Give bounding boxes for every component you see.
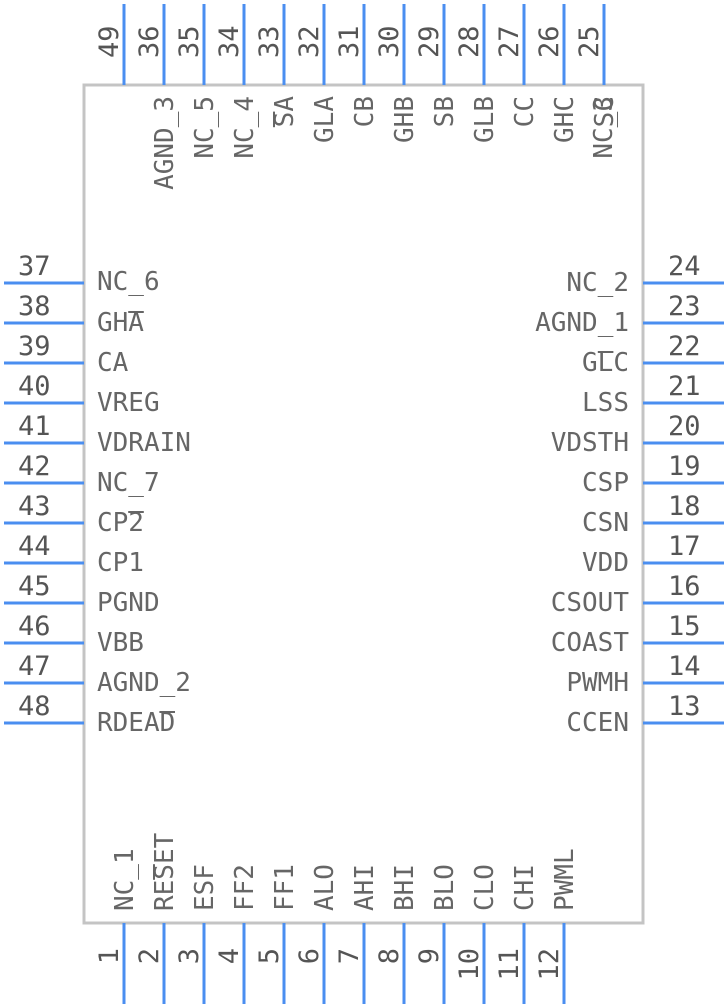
pin-number: 1 xyxy=(94,948,125,964)
pin-label: VREG xyxy=(97,388,160,418)
pin-label: GLA xyxy=(310,96,340,143)
pin-label: ESF xyxy=(190,864,220,911)
bottom-pin-group: 1NC_12RESET3ESF4FF25FF16ALO7AHI8BHI9BLO1… xyxy=(94,832,580,1004)
pin-label: CSOUT xyxy=(551,588,630,618)
pin-number: 5 xyxy=(254,948,285,964)
pin-number: 22 xyxy=(668,331,701,362)
pin-number: 42 xyxy=(18,451,51,482)
pin-number: 14 xyxy=(668,651,701,682)
pin-number: 3 xyxy=(174,948,205,964)
pin-number: 2 xyxy=(134,948,165,964)
pin-label: NC_1 xyxy=(110,848,140,911)
pin-label: CSP xyxy=(582,468,629,498)
pin-number: 15 xyxy=(668,611,701,642)
pin-label: ALO xyxy=(310,864,340,911)
pin-number: 29 xyxy=(414,25,445,58)
pin-label: GLB xyxy=(470,96,500,143)
pin-number: 26 xyxy=(534,25,565,58)
pin-label: SC xyxy=(590,96,620,127)
pin-number: 48 xyxy=(18,691,51,722)
pin-number: 13 xyxy=(668,691,701,722)
pin-number: 33 xyxy=(254,25,285,58)
pin-number: 44 xyxy=(18,531,51,562)
pin-number: 46 xyxy=(18,611,51,642)
pin-label: CA xyxy=(97,348,129,378)
pin-number: 49 xyxy=(94,25,125,58)
pin-label: VDRAIN xyxy=(97,428,191,458)
pin-number: 7 xyxy=(334,948,365,964)
pin-label: PGND xyxy=(97,588,160,618)
pin-number: 9 xyxy=(414,948,445,964)
pin-label: CLO xyxy=(470,864,500,911)
pin-label: PWML xyxy=(550,848,580,911)
pin-number: 12 xyxy=(534,948,565,981)
pin-number: 40 xyxy=(18,371,51,402)
pin-label: AGND_1 xyxy=(535,308,629,338)
pin-label: NC_2 xyxy=(566,268,629,298)
pin-label: VDD xyxy=(582,548,629,578)
pin-number: 27 xyxy=(494,25,525,58)
pin-label: AGND_3 xyxy=(150,96,180,190)
pin-label: CP1 xyxy=(97,548,144,578)
pin-label: SB xyxy=(430,96,460,127)
pin-number: 30 xyxy=(374,25,405,58)
pin-label: BLO xyxy=(430,864,460,911)
pin-number: 10 xyxy=(454,948,485,981)
pin-label: CSN xyxy=(582,508,629,538)
pin-label: VDSTH xyxy=(551,428,629,458)
pin-number: 17 xyxy=(668,531,701,562)
pin-number: 43 xyxy=(18,491,51,522)
pin-label: VBB xyxy=(97,628,144,658)
pin-label: GHB xyxy=(390,96,420,143)
pin-number: 36 xyxy=(134,25,165,58)
pin-label: NC_6 xyxy=(97,267,160,297)
pin-number: 25 xyxy=(574,25,605,58)
pin-label: LSS xyxy=(582,388,629,418)
pin-label: NC_4 xyxy=(230,96,260,159)
pin-number: 24 xyxy=(668,251,701,282)
pin-number: 20 xyxy=(668,411,701,442)
pin-label: BHI xyxy=(390,864,420,911)
pin-number: 23 xyxy=(668,291,701,322)
right-pin-group: 24NC_223AGND_122GLC21LSS20VDSTH19CSP18CS… xyxy=(535,251,724,738)
pin-number: 45 xyxy=(18,571,51,602)
pin-label: NC_5 xyxy=(190,96,220,159)
pin-number: 8 xyxy=(374,948,405,964)
pin-label: CHI xyxy=(510,864,540,911)
pin-label: AGND_2 xyxy=(97,668,191,698)
pin-number: 39 xyxy=(18,331,51,362)
pin-number: 16 xyxy=(668,571,701,602)
pin-label: FF1 xyxy=(270,864,300,911)
pin-label: NC_7 xyxy=(97,468,160,498)
pin-number: 19 xyxy=(668,451,701,482)
pin-label: NC_3 xyxy=(589,96,619,159)
pin-number: 32 xyxy=(294,25,325,58)
pin-label: COAST xyxy=(551,628,630,658)
pin-label: CCEN xyxy=(566,708,629,738)
pin-number: 35 xyxy=(174,25,205,58)
pin-number: 38 xyxy=(18,291,51,322)
pin-number: 37 xyxy=(18,251,51,282)
pin-number: 34 xyxy=(214,25,245,58)
pin-number: 4 xyxy=(214,948,245,964)
pin-label: FF2 xyxy=(230,864,260,911)
pin-number: 41 xyxy=(18,411,51,442)
ic-body-outline xyxy=(82,83,645,925)
pin-label: AHI xyxy=(350,864,380,911)
pin-number: 31 xyxy=(334,25,365,58)
pin-number: 11 xyxy=(494,948,525,981)
pin-number: 47 xyxy=(18,651,51,682)
pin-number: 18 xyxy=(668,491,701,522)
pin-label: CC xyxy=(510,96,540,127)
pin-number: 6 xyxy=(294,948,325,964)
pin-label: PWMH xyxy=(566,668,629,698)
pin-label: CB xyxy=(350,96,380,127)
pin-label: GHC xyxy=(550,96,580,143)
pin-number: 28 xyxy=(454,25,485,58)
pin-number: 21 xyxy=(668,371,701,402)
